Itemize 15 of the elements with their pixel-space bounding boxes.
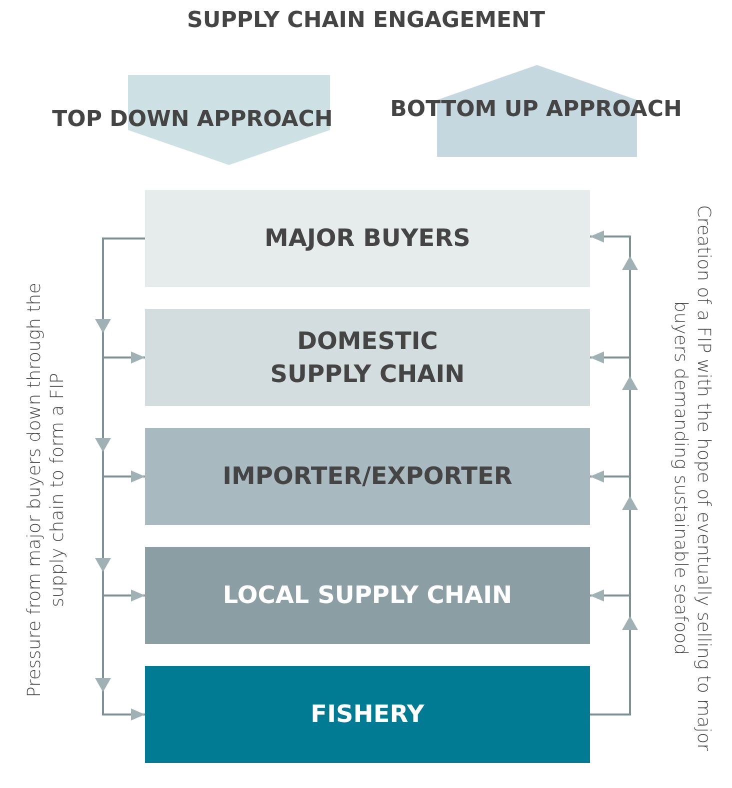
stage-box bbox=[145, 190, 590, 287]
stage-box bbox=[145, 309, 590, 406]
side-note: Pressure from major buyers down through the supply chain to form a FIP bbox=[23, 282, 70, 700]
side-note: Creation of a FIP with the hope of eventually selling to major buyers demanding sustainable seafood bbox=[668, 204, 715, 754]
stage-box bbox=[145, 666, 590, 763]
approach-label: BOTTOM UP APPROACH bbox=[390, 96, 682, 124]
approach-label: TOP DOWN APPROACH bbox=[52, 106, 333, 134]
diagram-title: SUPPLY CHAIN ENGAGEMENT bbox=[186, 8, 546, 33]
stage-box bbox=[145, 428, 590, 525]
stage-label: FISHERY bbox=[310, 699, 424, 730]
stage-label: MAJOR BUYERS bbox=[264, 223, 470, 254]
stage-label: DOMESTIC SUPPLY CHAIN bbox=[269, 326, 466, 390]
stage-box bbox=[145, 547, 590, 644]
stage-label: LOCAL SUPPLY CHAIN bbox=[222, 580, 512, 612]
stage-label: IMPORTER/EXPORTER bbox=[222, 461, 512, 492]
